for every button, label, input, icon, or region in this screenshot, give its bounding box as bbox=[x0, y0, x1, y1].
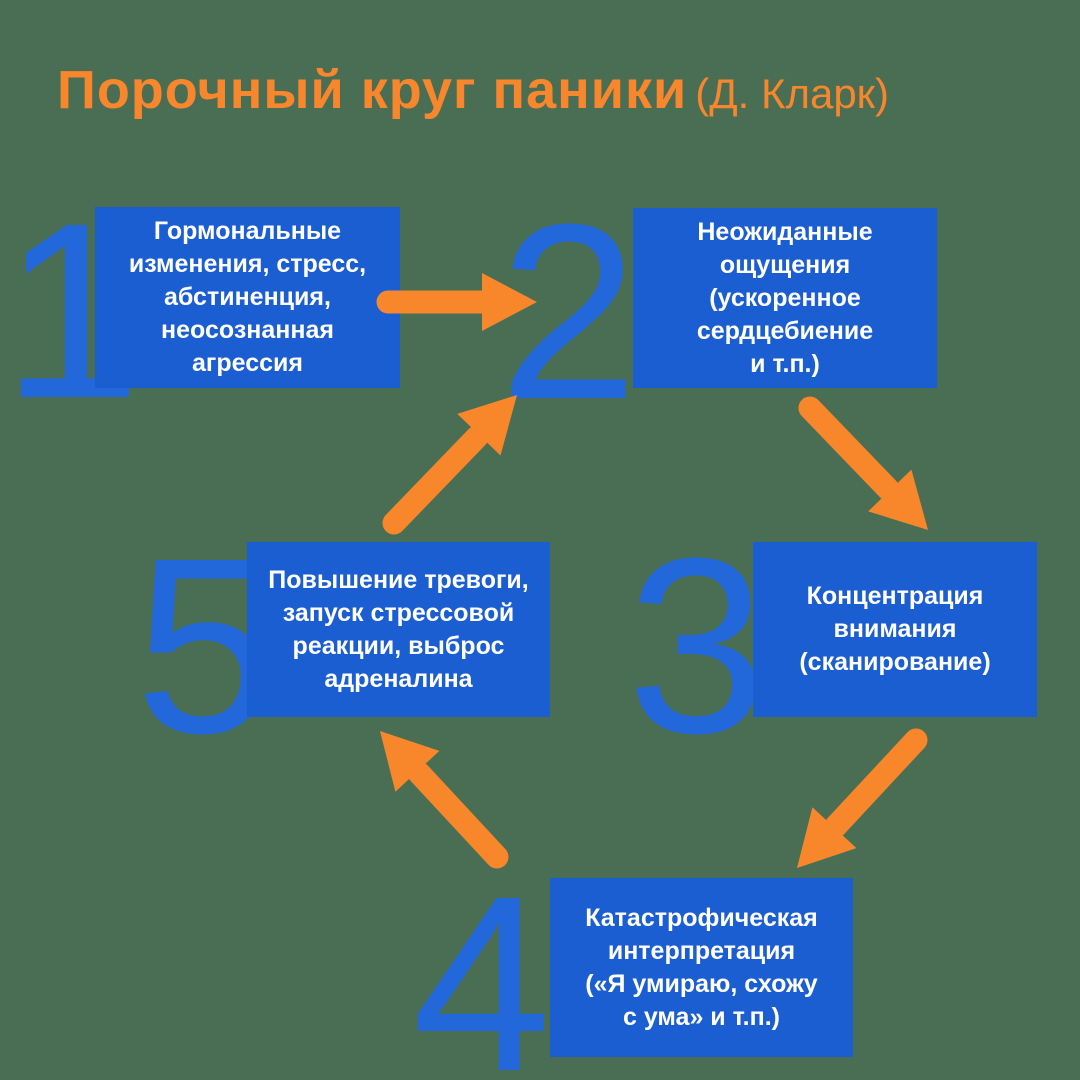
step-1-text: Гормональные изменения, стресс, абстинен… bbox=[128, 217, 367, 377]
page-title: Порочный круг паники(Д. Кларк) bbox=[57, 58, 889, 123]
arrow-head bbox=[380, 731, 440, 792]
arrow-2-to-3-icon bbox=[798, 396, 928, 530]
step-4-text: Катастрофическая интерпретация («Я умира… bbox=[585, 903, 818, 1031]
step-4-box: Катастрофическая интерпретация («Я умира… bbox=[550, 878, 853, 1057]
step-4-number: 4 bbox=[412, 844, 552, 1080]
title-main: Порочный круг паники bbox=[57, 60, 688, 120]
step-3-box: Концентрация внимания (сканирование) bbox=[753, 542, 1037, 717]
title-suffix: (Д. Кларк) bbox=[695, 70, 890, 117]
step-5-box: Повышение тревоги, запуск стрессовой реа… bbox=[247, 542, 550, 717]
arrow-head bbox=[868, 469, 928, 530]
step-3-text: Концентрация внимания (сканирование) bbox=[799, 582, 991, 676]
step-2-box: Неожиданные ощущения (ускоренное сердцеб… bbox=[633, 208, 937, 388]
arrow-shaft bbox=[824, 728, 928, 838]
step-2-number: 2 bbox=[499, 172, 639, 451]
step-3-number: 3 bbox=[627, 506, 767, 785]
arrow-4-to-5-icon bbox=[380, 731, 509, 869]
arrow-head bbox=[797, 807, 857, 868]
arrow-shaft bbox=[798, 396, 900, 501]
arrow-shaft bbox=[382, 425, 489, 535]
arrow-3-to-4-icon bbox=[797, 728, 928, 868]
step-2-text: Неожиданные ощущения (ускоренное сердцеб… bbox=[696, 217, 874, 378]
step-1-box: Гормональные изменения, стресс, абстинен… bbox=[95, 207, 400, 388]
step-5-text: Повышение тревоги, запуск стрессовой реа… bbox=[268, 565, 529, 693]
